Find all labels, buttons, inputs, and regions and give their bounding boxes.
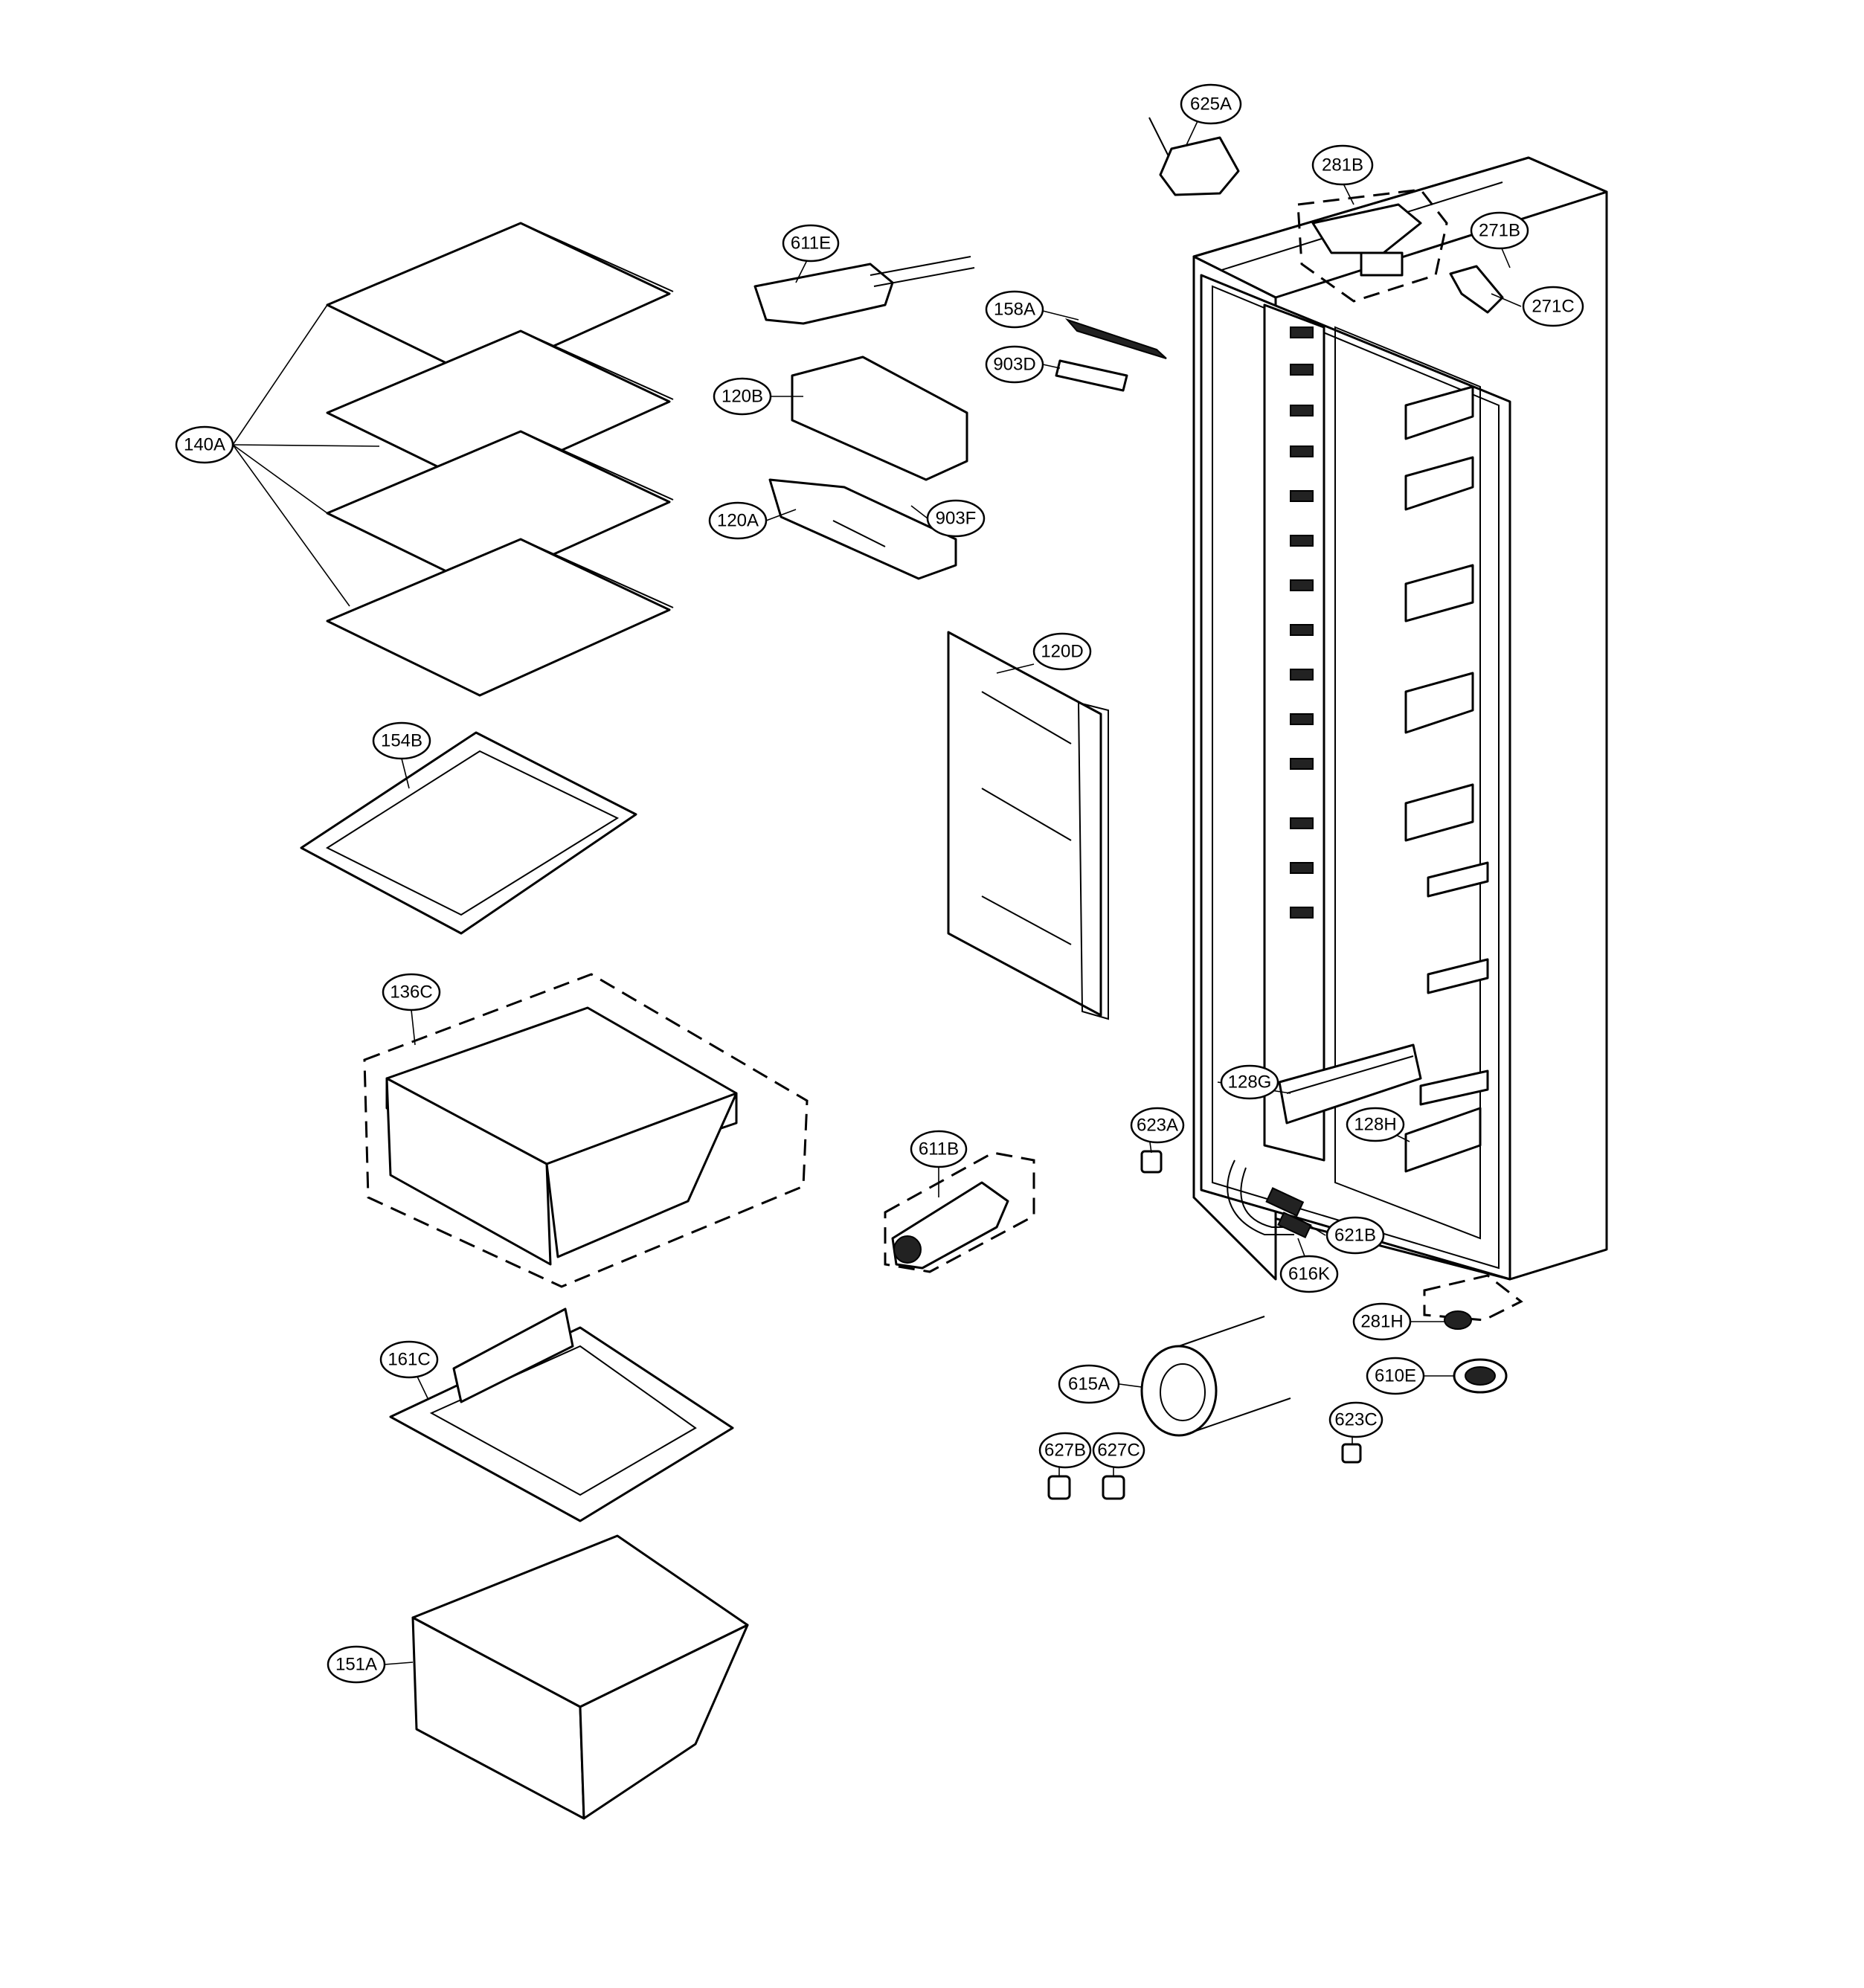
- part-120a-housing: [768, 478, 957, 580]
- callout-621b: 621B: [1325, 1216, 1385, 1255]
- callout-136c: 136C: [382, 973, 441, 1011]
- callout-120d: 120D: [1032, 632, 1092, 671]
- part-161c-drawer-cover: [389, 1307, 734, 1522]
- part-623c-clip: [1341, 1443, 1362, 1464]
- part-140a-glass-shelves: [326, 222, 674, 697]
- freezer-shelf-slots: [1290, 326, 1314, 919]
- callout-120b-text: 120B: [722, 387, 763, 407]
- water-tubes: [1227, 1159, 1294, 1235]
- callout-136c-text: 136C: [390, 982, 432, 1003]
- callout-140a-text: 140A: [184, 435, 225, 455]
- callout-615a: 615A: [1058, 1364, 1120, 1404]
- part-154b-shelf-frame: [300, 731, 637, 935]
- callout-154b-text: 154B: [381, 731, 422, 751]
- callout-627c: 627C: [1092, 1432, 1145, 1469]
- callout-154b: 154B: [372, 721, 431, 760]
- callout-128g-text: 128G: [1228, 1072, 1272, 1093]
- callout-161c: 161C: [379, 1340, 439, 1379]
- callout-623c-text: 623C: [1334, 1410, 1377, 1430]
- callout-120d-text: 120D: [1041, 642, 1083, 662]
- callout-625a: 625A: [1180, 83, 1242, 125]
- callout-281b-text: 281B: [1322, 155, 1363, 176]
- callout-611b-text: 611B: [919, 1139, 959, 1159]
- part-281b-cover: [1296, 188, 1448, 303]
- part-625a-bracket: [1148, 117, 1240, 196]
- callout-120a-text: 120A: [717, 511, 759, 531]
- part-616k-fitting: [1277, 1212, 1312, 1239]
- callout-611b: 611B: [910, 1130, 968, 1168]
- callout-621b-text: 621B: [1334, 1226, 1376, 1246]
- part-611e-ice-maker: [753, 256, 975, 325]
- part-611b-water-filter: [884, 1151, 1035, 1273]
- callout-611e: 611E: [782, 224, 840, 263]
- part-627c-clip: [1102, 1475, 1125, 1500]
- fridge-shelf-rails: [1404, 385, 1489, 1106]
- part-623a-clip: [1140, 1150, 1163, 1174]
- callout-128g: 128G: [1220, 1064, 1279, 1100]
- callout-627b: 627B: [1038, 1432, 1092, 1469]
- callout-120a: 120A: [708, 501, 768, 540]
- callout-615a-text: 615A: [1068, 1374, 1110, 1395]
- callout-271c-text: 271C: [1532, 297, 1574, 317]
- callout-623a-text: 623A: [1137, 1116, 1178, 1136]
- part-136c-crisper-drawer: [363, 973, 809, 1288]
- part-151a-drawer: [411, 1534, 749, 1820]
- callout-616k: 616K: [1279, 1255, 1339, 1293]
- callout-161c-text: 161C: [388, 1350, 430, 1370]
- callout-271b: 271B: [1470, 211, 1529, 250]
- callout-903f-text: 903F: [936, 509, 977, 529]
- callout-903d: 903D: [985, 345, 1044, 384]
- callout-128h-text: 128H: [1354, 1115, 1396, 1135]
- part-120d-panel: [947, 631, 1109, 1020]
- callout-140a: 140A: [175, 425, 234, 464]
- callout-627b-text: 627B: [1044, 1441, 1086, 1461]
- fridge-drawer-rail-128h: [1404, 1107, 1482, 1173]
- callout-903f: 903F: [926, 499, 986, 538]
- callout-151a: 151A: [327, 1645, 386, 1684]
- callout-281h-text: 281H: [1360, 1312, 1403, 1332]
- part-281h-hinge: [1423, 1274, 1523, 1330]
- callout-610e: 610E: [1366, 1357, 1425, 1395]
- part-120b-ice-bin: [791, 356, 968, 481]
- part-615a-water-tube-coil: [1140, 1316, 1291, 1437]
- callout-625a-text: 625A: [1190, 94, 1232, 115]
- part-627b-clip: [1047, 1475, 1071, 1500]
- callout-616k-text: 616K: [1288, 1264, 1330, 1284]
- callout-627c-text: 627C: [1097, 1441, 1140, 1461]
- callout-158a: 158A: [985, 290, 1044, 329]
- cabinet-assembly: [1192, 156, 1608, 1281]
- callout-120b: 120B: [713, 377, 772, 416]
- callout-151a-text: 151A: [335, 1655, 377, 1675]
- part-610e-cap: [1453, 1358, 1508, 1394]
- callout-158a-text: 158A: [994, 300, 1035, 320]
- part-903d-pad: [1055, 359, 1128, 392]
- part-271c-bracket: [1449, 265, 1504, 314]
- callout-903d-text: 903D: [993, 355, 1035, 375]
- callout-281h: 281H: [1352, 1302, 1412, 1341]
- part-621b-fitting: [1265, 1187, 1305, 1217]
- callout-610e-text: 610E: [1375, 1366, 1416, 1386]
- callout-623c: 623C: [1328, 1401, 1383, 1438]
- callout-128h: 128H: [1346, 1107, 1405, 1142]
- freezer-drawer-rail-128g: [1278, 1043, 1422, 1125]
- callout-623a: 623A: [1130, 1107, 1185, 1144]
- callout-271c: 271C: [1522, 286, 1584, 327]
- callout-611e-text: 611E: [791, 234, 831, 254]
- part-158a-bar: [1064, 318, 1167, 359]
- callout-281b: 281B: [1311, 144, 1374, 186]
- callout-271b-text: 271B: [1479, 221, 1520, 241]
